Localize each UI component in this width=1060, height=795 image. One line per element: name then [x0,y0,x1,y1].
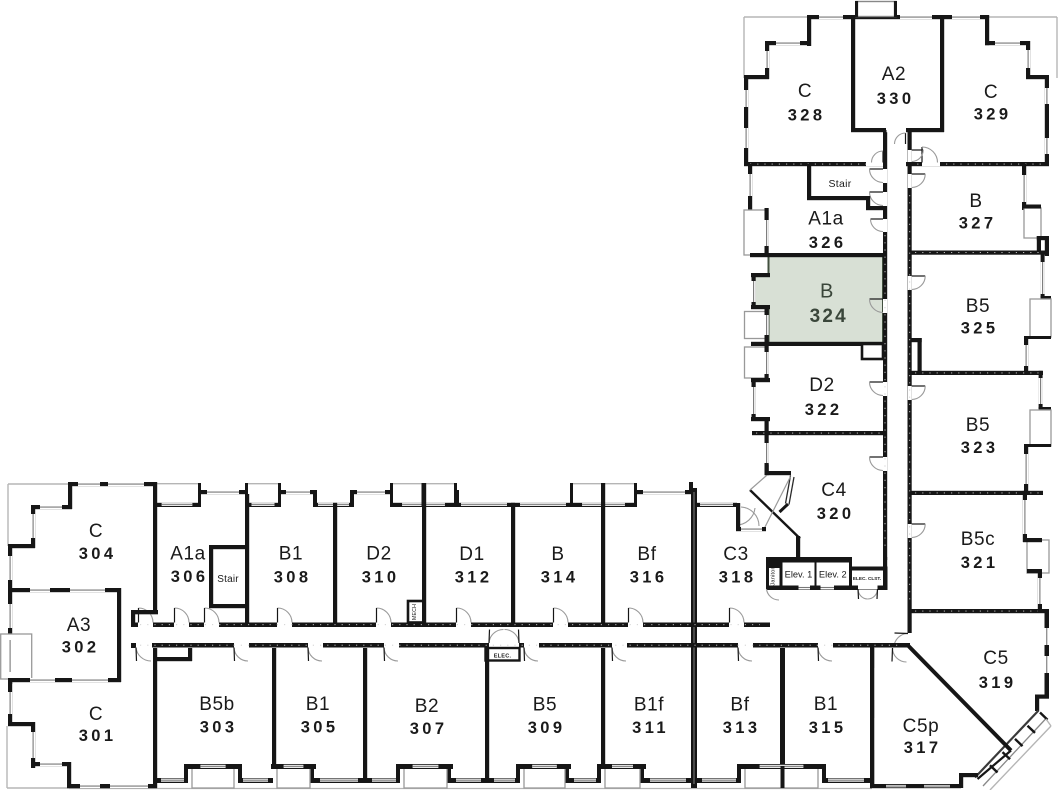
svg-text:B: B [969,191,982,212]
svg-text:301: 301 [79,727,117,745]
svg-text:316: 316 [630,569,668,587]
svg-text:B1: B1 [306,694,330,715]
svg-text:ELEC.: ELEC. [494,654,512,660]
svg-text:323: 323 [961,439,999,457]
svg-text:B: B [820,281,834,303]
svg-text:B5c: B5c [961,529,996,550]
svg-text:Stair: Stair [217,574,239,585]
svg-text:330: 330 [877,90,915,108]
svg-text:Elev. 1: Elev. 1 [785,570,813,580]
svg-text:C4: C4 [821,480,847,501]
svg-text:312: 312 [455,569,493,587]
svg-text:322: 322 [805,401,843,419]
svg-text:C: C [798,81,812,102]
svg-text:Bf: Bf [637,544,656,565]
svg-text:328: 328 [788,107,826,125]
svg-text:317: 317 [904,739,942,757]
svg-text:309: 309 [528,719,566,737]
svg-text:320: 320 [817,505,855,523]
svg-text:326: 326 [809,234,847,252]
svg-text:307: 307 [410,720,448,738]
svg-text:B1f: B1f [634,695,664,716]
svg-text:D1: D1 [459,544,485,565]
svg-text:B5: B5 [966,415,990,436]
svg-text:B1: B1 [814,694,838,715]
svg-text:A1a: A1a [170,544,206,565]
svg-text:303: 303 [200,719,238,737]
svg-text:C: C [984,82,998,103]
svg-text:302: 302 [62,639,100,657]
svg-text:B: B [551,544,564,565]
svg-text:314: 314 [541,569,579,587]
svg-text:327: 327 [959,215,997,233]
svg-text:315: 315 [809,719,847,737]
svg-text:324: 324 [810,306,848,327]
svg-text:C5: C5 [983,648,1009,669]
svg-text:C5p: C5p [903,716,940,737]
svg-text:MECH: MECH [412,604,418,620]
svg-text:C3: C3 [723,544,749,565]
svg-text:C: C [89,704,103,725]
svg-text:325: 325 [961,320,999,338]
svg-text:B5b: B5b [199,694,235,715]
svg-text:305: 305 [301,719,339,737]
svg-text:B5: B5 [966,296,990,317]
svg-text:Stair: Stair [828,178,851,190]
svg-text:A1a: A1a [808,209,844,230]
svg-text:ELEC. CLST.: ELEC. CLST. [853,576,881,581]
svg-text:329: 329 [974,106,1012,124]
svg-text:313: 313 [723,719,761,737]
svg-text:306: 306 [171,568,209,586]
svg-text:310: 310 [362,569,400,587]
svg-text:B2: B2 [415,696,439,717]
svg-text:319: 319 [979,674,1017,692]
svg-text:Elev. 2: Elev. 2 [819,570,847,580]
svg-text:A3: A3 [67,615,91,636]
svg-text:A2: A2 [882,64,906,85]
svg-text:C: C [89,521,103,542]
svg-text:308: 308 [274,569,312,587]
svg-text:Janitor: Janitor [770,567,776,585]
svg-text:Bf: Bf [730,695,749,716]
svg-text:318: 318 [719,569,757,587]
svg-text:321: 321 [961,554,999,572]
svg-text:B5: B5 [533,695,557,716]
svg-text:304: 304 [79,545,117,563]
svg-text:D2: D2 [809,375,835,396]
svg-text:D2: D2 [366,544,392,565]
svg-text:311: 311 [632,719,669,737]
svg-text:B1: B1 [279,544,303,565]
